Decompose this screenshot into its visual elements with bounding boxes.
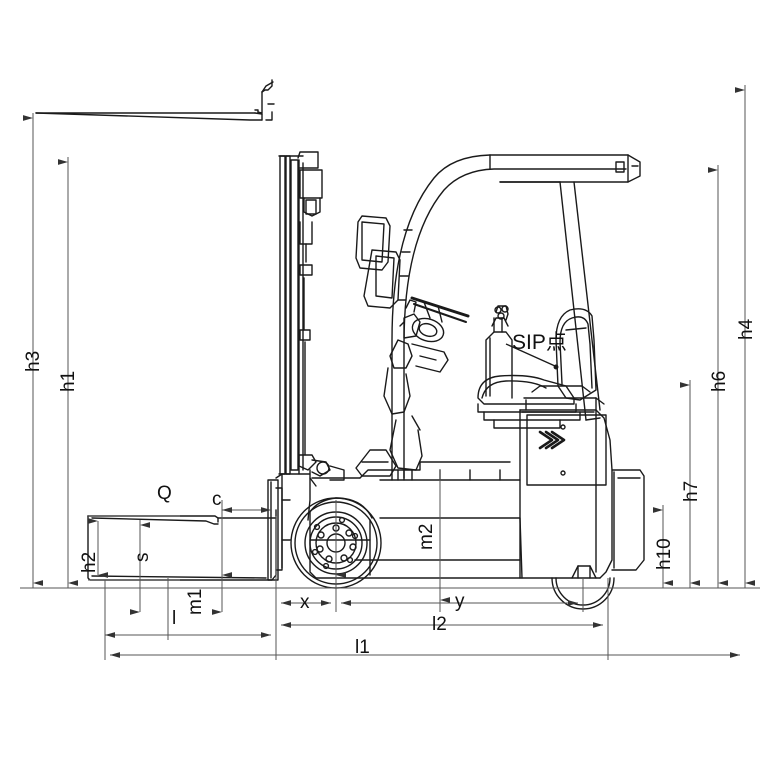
dimension-label-h4: h4 [736,318,757,340]
dimension-label-c: c [212,489,222,510]
sip-leader-line [505,343,556,367]
dimension-label-h1: h1 [58,370,79,392]
dimension-label-h6: h6 [709,370,730,392]
dimension-label-y: y [455,591,465,612]
dimension-label-m2: m2 [416,523,437,550]
dimension-label-s: s [132,552,153,563]
dimension-label-h10: h10 [654,538,675,570]
dimension-label-l2: l2 [432,614,447,635]
dimension-label-h7: h7 [681,480,702,502]
dimension-label-h2: h2 [79,551,100,573]
dimension-label-l: l [172,608,177,629]
dimension-label-m1: m1 [185,588,206,615]
sip-point-annotation: SIP点 [512,331,567,354]
dimension-label-h3: h3 [23,350,44,372]
dimension-label-l1: l1 [355,637,370,658]
dimension-label-Q: Q [157,483,172,504]
dimension-label-x: x [300,592,310,613]
